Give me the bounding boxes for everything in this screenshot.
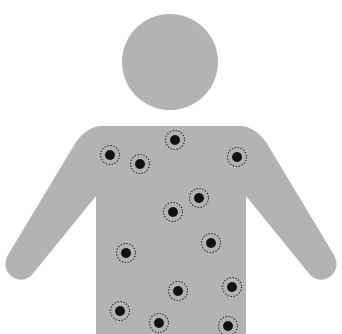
spot-dot <box>115 306 125 316</box>
spot-dot <box>227 282 237 292</box>
head-shape <box>122 14 218 110</box>
spot-dot <box>154 318 164 328</box>
spot-dot <box>232 152 242 162</box>
spot-dot <box>223 321 233 331</box>
spot-dot <box>194 193 204 203</box>
spot-dot <box>121 248 131 258</box>
spot-dot <box>168 207 178 217</box>
human-silhouette-icon <box>5 14 336 334</box>
spot-dot <box>135 159 145 169</box>
spot-dot <box>170 135 180 145</box>
spot-dot <box>105 150 115 160</box>
torso-shape <box>5 126 336 334</box>
spot-dot <box>173 286 183 296</box>
spot-dot <box>206 238 216 248</box>
